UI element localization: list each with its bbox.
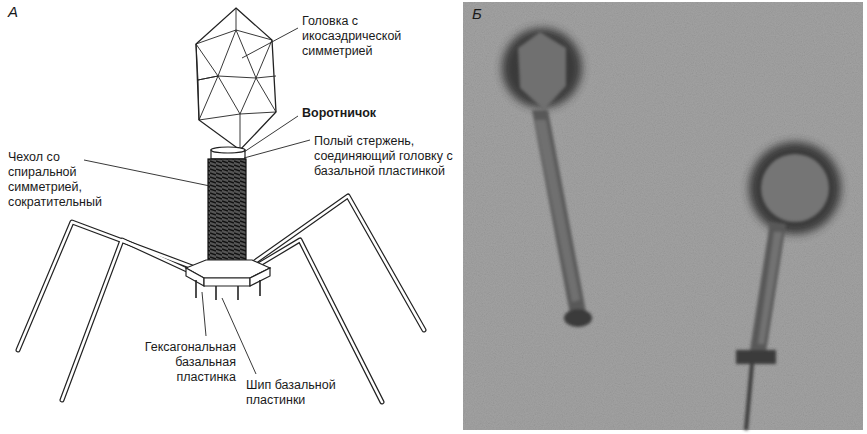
part-label: Чехол со спиральной симметрией, сократит… bbox=[8, 150, 112, 210]
part-label: Воротничок bbox=[302, 106, 412, 121]
panel-letter: Б bbox=[472, 6, 502, 21]
label-text: Гексагональная базальная пластинка bbox=[145, 340, 236, 384]
label-text: А bbox=[8, 3, 18, 20]
label-text: Б bbox=[472, 5, 482, 22]
part-label: Гексагональная базальная пластинка bbox=[120, 340, 236, 385]
collar bbox=[211, 147, 245, 159]
part-label: Полый стержень, соединяющий головку с ба… bbox=[314, 134, 456, 179]
hexagonal-baseplate bbox=[186, 260, 270, 300]
label-text: Воротничок bbox=[302, 106, 376, 120]
label-text: Чехол со спиральной симметрией, сократит… bbox=[8, 150, 102, 209]
label-text: Головка с икосаэдрической симметрией bbox=[302, 14, 401, 58]
contractile-sheath bbox=[208, 159, 246, 265]
icosahedral-head bbox=[196, 8, 276, 150]
part-label: Головка с икосаэдрической симметрией bbox=[302, 14, 414, 59]
electron-micrograph bbox=[463, 2, 863, 430]
part-label: Шип базальной пластинки bbox=[246, 378, 342, 408]
leader-lines bbox=[84, 28, 310, 374]
label-text: Полый стержень, соединяющий головку с ба… bbox=[314, 134, 453, 178]
panel-letter: А bbox=[8, 4, 38, 19]
label-text: Шип базальной пластинки bbox=[246, 378, 336, 407]
